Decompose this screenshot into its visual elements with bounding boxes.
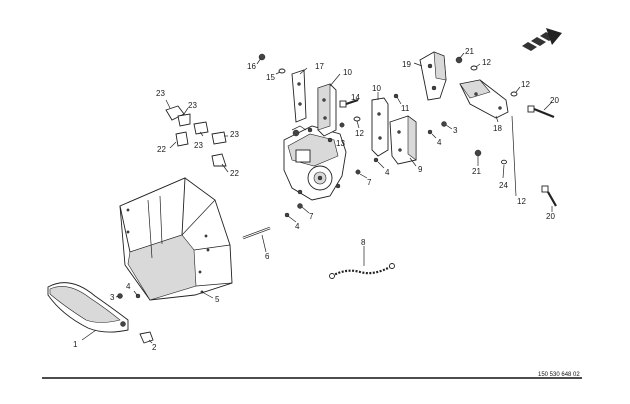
label-4b: 4 [295,222,300,231]
part-6-pin [242,226,271,253]
part-4-nut-c [373,157,385,169]
label-19: 19 [402,60,411,69]
label-12d: 12 [517,197,526,206]
label-3a: 3 [110,293,115,302]
label-22b: 22 [230,169,239,178]
label-17: 17 [315,62,324,71]
label-14: 14 [351,93,360,102]
part-18-right-bracket [459,79,509,123]
part-15-washer [275,68,286,75]
label-12c: 12 [521,80,530,89]
label-2: 2 [152,343,157,352]
label-18: 18 [493,124,502,133]
part-21-nut-top [455,52,465,64]
part-4-nut-left [133,290,141,299]
label-8: 8 [361,238,366,247]
label-20a: 20 [550,96,559,105]
label-9: 9 [418,165,423,174]
part-12-washer-center [353,116,361,129]
part-22-elbow-a [169,131,189,149]
part-10-bracket-middle [371,92,389,157]
part-12-washer-top [470,63,481,71]
part-22-elbow-b [211,153,229,173]
part-23-fitting-3 [193,121,209,137]
label-4a: 4 [126,282,131,291]
part-23-fitting-4 [211,131,228,145]
part-3-screw-left [115,293,123,299]
label-23c: 23 [194,141,203,150]
part-5-shroud [119,177,233,301]
label-10a: 10 [343,68,352,77]
label-5: 5 [215,295,220,304]
part-19-top-bracket [413,51,447,101]
label-12b: 12 [482,58,491,67]
direction-arrow-icon [522,28,562,51]
label-21b: 21 [472,167,481,176]
part-3-screw-right [441,121,453,130]
part-9-angle-bracket [389,115,417,167]
part-16-screw [256,53,266,65]
label-13: 13 [336,139,345,148]
label-10b: 10 [372,84,381,93]
label-4d: 4 [437,138,442,147]
label-1: 1 [73,340,78,349]
label-20b: 20 [546,212,555,221]
part-leader-lower-right [474,115,517,197]
label-16: 16 [247,62,256,71]
gearbox-assembly [283,125,347,201]
part-4-nut-b [284,212,297,223]
part-20-bolt-upper [527,101,555,119]
part-14-bolt [339,98,359,108]
label-3b: 3 [453,126,458,135]
part-2-clip [139,331,154,344]
part-1-guard-plate [47,282,129,341]
label-15: 15 [266,73,275,82]
part-17-bracket [291,67,308,123]
part-12-washer-right [510,86,521,97]
part-13-washer [339,122,345,128]
part-11-nut [393,93,402,105]
label-23d: 23 [230,130,239,139]
label-7a: 7 [309,212,314,221]
label-12a: 12 [355,129,364,138]
part-7-washer-a [297,203,310,214]
label-23b: 23 [188,101,197,110]
label-21a: 21 [465,47,474,56]
label-23a: 23 [156,89,165,98]
label-11: 11 [401,104,410,113]
label-6: 6 [265,252,270,261]
label-7b: 7 [367,178,372,187]
drawing-number: 150 530 648 02 [538,372,580,378]
part-20-bolt-lower [541,185,557,212]
label-4c: 4 [385,168,390,177]
part-10-bracket-upper [317,73,341,137]
part-4-nut-d [427,129,437,139]
part-7-washer-b [355,169,368,179]
label-24: 24 [499,181,508,190]
label-22a: 22 [157,145,166,154]
part-23-fitting-2 [177,107,191,127]
part-8-chain [329,246,395,279]
